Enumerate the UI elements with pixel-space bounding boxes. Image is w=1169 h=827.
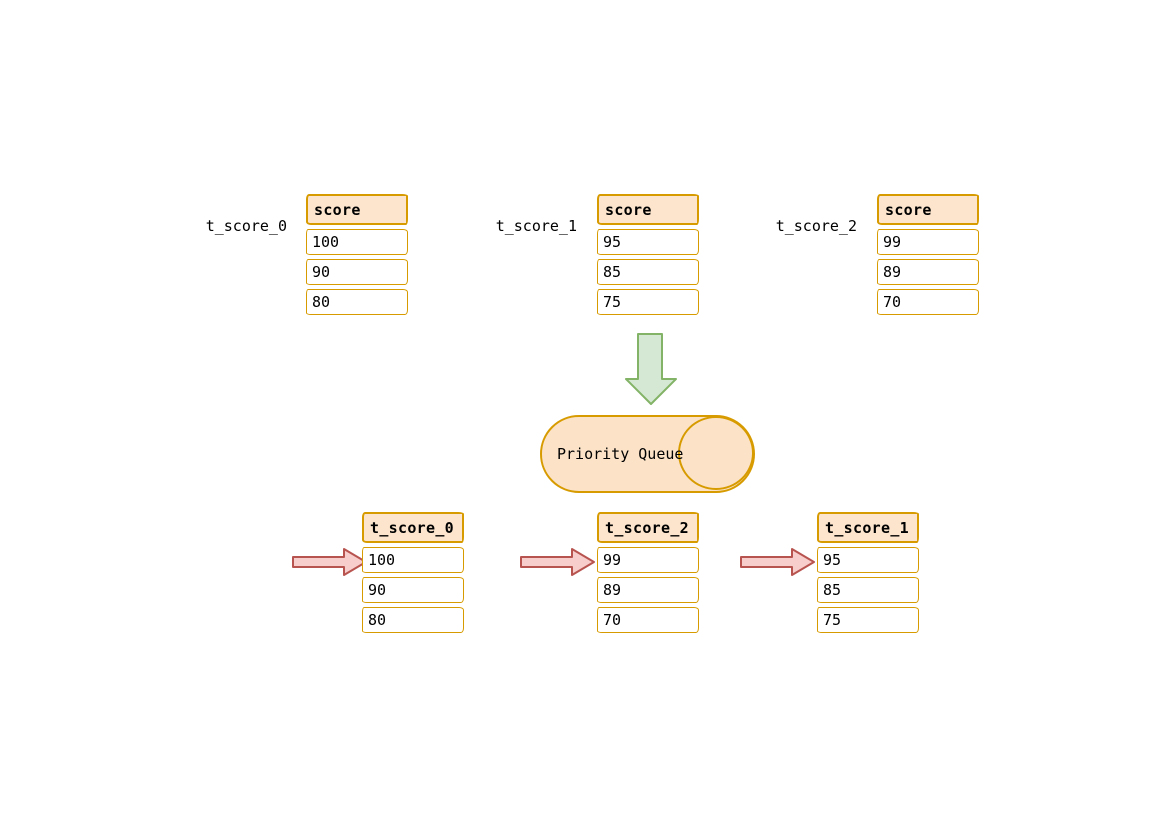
table-row: 75	[817, 607, 919, 633]
bottom-table-t-score-1: t_score_1 95 85 75	[817, 512, 919, 633]
table-row: 100	[362, 547, 464, 573]
top-table-t-score-2: score 99 89 70	[877, 194, 979, 315]
table-header: score	[877, 194, 979, 225]
top-table-t-score-1: score 95 85 75	[597, 194, 699, 315]
priority-queue-shape: Priority Queue	[540, 415, 755, 493]
table-label-t-score-0: t_score_0	[205, 217, 287, 235]
table-row: 70	[597, 607, 699, 633]
table-row: 95	[817, 547, 919, 573]
right-arrow-icon	[740, 548, 815, 576]
priority-queue-label: Priority Queue	[557, 445, 684, 463]
down-arrow-icon	[625, 333, 677, 405]
bottom-table-t-score-0: t_score_0 100 90 80	[362, 512, 464, 633]
table-row: 89	[877, 259, 979, 285]
top-table-t-score-0: score 100 90 80	[306, 194, 408, 315]
table-row: 85	[817, 577, 919, 603]
table-header: score	[306, 194, 408, 225]
table-header: t_score_1	[817, 512, 919, 543]
table-row: 99	[597, 547, 699, 573]
table-row: 90	[306, 259, 408, 285]
table-row: 99	[877, 229, 979, 255]
right-arrow-icon	[520, 548, 595, 576]
table-row: 90	[362, 577, 464, 603]
right-arrow-icon	[292, 548, 367, 576]
table-row: 70	[877, 289, 979, 315]
table-row: 85	[597, 259, 699, 285]
table-label-t-score-1: t_score_1	[495, 217, 577, 235]
table-header: t_score_2	[597, 512, 699, 543]
table-row: 89	[597, 577, 699, 603]
table-row: 75	[597, 289, 699, 315]
table-header: score	[597, 194, 699, 225]
queue-cap	[678, 416, 754, 490]
bottom-table-t-score-2: t_score_2 99 89 70	[597, 512, 699, 633]
table-row: 80	[362, 607, 464, 633]
table-header: t_score_0	[362, 512, 464, 543]
table-label-t-score-2: t_score_2	[775, 217, 857, 235]
table-row: 100	[306, 229, 408, 255]
table-row: 95	[597, 229, 699, 255]
table-row: 80	[306, 289, 408, 315]
